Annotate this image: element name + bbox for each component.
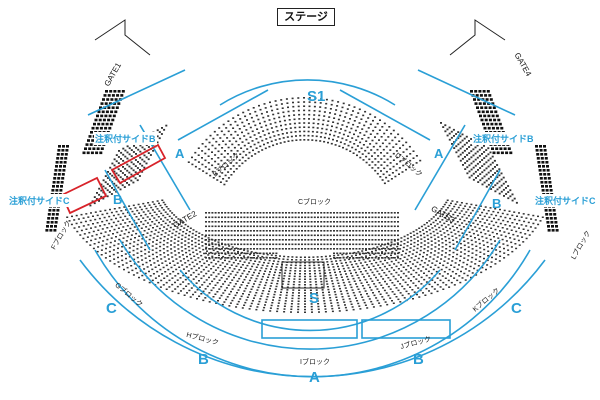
zone-a-bottom-label: A (309, 369, 320, 386)
block-c-label: Cブロック (298, 199, 332, 206)
gate4-wall (449, 19, 506, 56)
bottom-left-highlight (261, 319, 358, 339)
side-seat-right-b-label: 注釈付サイドB (472, 132, 535, 145)
inner-zone-outline-left (177, 89, 269, 141)
left-side-b-box (110, 143, 167, 185)
zone-c-right-label: C (511, 300, 522, 317)
s1-zone-outline (219, 79, 396, 106)
inner-zone-outline-right (339, 89, 431, 141)
zone-s1-label: S1 (307, 88, 326, 105)
center-box (281, 261, 325, 289)
zone-s-label: S (309, 290, 320, 307)
zone-boundaries (79, 69, 546, 378)
zone-a-right-label: A (434, 146, 444, 161)
b-zone-arc (79, 259, 546, 378)
zone-b-bottom-left-label: B (198, 351, 209, 368)
block-i-label: Iブロック (300, 359, 330, 366)
right-wing-divider-1 (414, 124, 466, 211)
right-wing-divider-2 (454, 169, 501, 251)
s-zone-inner-arc (179, 269, 441, 332)
side-seat-right-c-label: 注釈付サイドC (534, 194, 597, 207)
side-seat-left-b-label: 注釈付サイドB (94, 132, 157, 145)
left-wing-divider-2 (104, 169, 151, 251)
balcony-outlines (94, 19, 506, 289)
side-seat-highlights (60, 143, 167, 215)
bottom-right-highlight (361, 319, 451, 339)
side-seat-left-c-label: 注釈付サイドC (8, 194, 71, 207)
zone-a-left-label: A (175, 146, 185, 161)
zone-b-bottom-right-label: B (413, 351, 424, 368)
stage-label: ステージ (277, 8, 335, 26)
zone-b-left-label: B (113, 192, 123, 207)
zone-c-left-label: C (106, 300, 117, 317)
gate1-wall (94, 19, 151, 56)
left-outer-boundary (87, 69, 186, 116)
left-side-c-box (60, 176, 108, 215)
seat-grid (45, 90, 559, 313)
zone-b-right-label: B (492, 196, 502, 211)
right-outer-boundary (417, 69, 516, 116)
s-zone-arc (119, 239, 501, 350)
